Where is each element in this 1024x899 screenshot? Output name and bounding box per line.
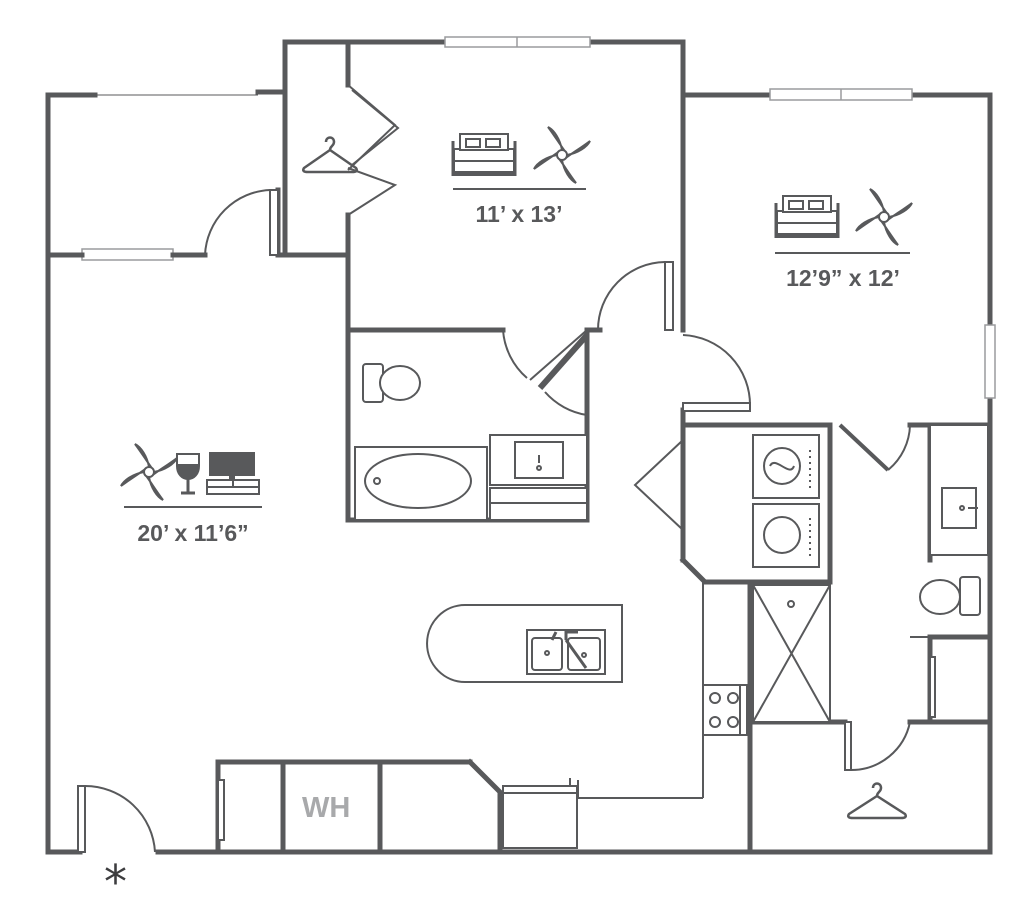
bedroom-2-dimensions: 12’9” x 12’	[786, 265, 900, 291]
patio-door[interactable]	[204, 189, 279, 256]
outer-walls	[45, 39, 993, 855]
bed-icon	[451, 133, 517, 176]
water-heater-label: WH	[302, 792, 350, 824]
hanger-icon	[846, 782, 908, 820]
entry-door[interactable]	[77, 784, 156, 853]
ceiling-fan-icon	[120, 443, 178, 501]
tv-icon	[206, 452, 260, 495]
bath-1	[354, 363, 588, 521]
entry-marker: *	[104, 855, 127, 899]
hanger-icon	[301, 136, 359, 174]
door-bedroom-1[interactable]	[597, 261, 674, 331]
door-walk-in-closet[interactable]	[844, 721, 911, 772]
bedroom-1: 11’ x 13’	[451, 126, 591, 227]
ceiling-fan-icon	[855, 188, 913, 246]
window-living	[81, 248, 174, 261]
bedroom-2: 12’9” x 12’	[774, 188, 913, 291]
closet-door-bedroom-1[interactable]	[347, 84, 400, 216]
doors	[77, 84, 936, 853]
bedroom-1-dimensions: 11’ x 13’	[476, 201, 563, 227]
wine-glass-icon	[176, 453, 200, 495]
window-bedroom-2-side	[984, 324, 996, 399]
door-bath-2[interactable]	[838, 423, 911, 472]
door-bath-1[interactable]	[502, 329, 590, 416]
sink-icon	[929, 424, 989, 556]
toilet-icon	[919, 576, 981, 616]
bathtub-icon	[354, 446, 488, 521]
door-laundry[interactable]	[633, 439, 684, 531]
stove-icon	[702, 684, 748, 736]
bed-icon	[774, 195, 840, 238]
linen-door[interactable]	[929, 656, 936, 718]
washer-icon	[752, 503, 820, 568]
kitchen-island	[426, 604, 623, 683]
laundry	[752, 434, 820, 568]
kitchen	[426, 582, 748, 849]
windows	[81, 36, 996, 399]
door-bedroom-2[interactable]	[682, 334, 752, 412]
shower	[752, 584, 831, 723]
refrigerator	[502, 778, 578, 849]
dryer-icon	[752, 434, 820, 499]
bath-2	[752, 424, 989, 723]
living-room: 20’ x 11’6”	[120, 443, 262, 546]
sink-icon	[489, 434, 588, 521]
ceiling-fan-icon	[533, 126, 591, 184]
toilet-icon	[362, 363, 421, 403]
utility-door[interactable]	[217, 779, 225, 841]
living-dimensions: 20’ x 11’6”	[137, 520, 248, 546]
